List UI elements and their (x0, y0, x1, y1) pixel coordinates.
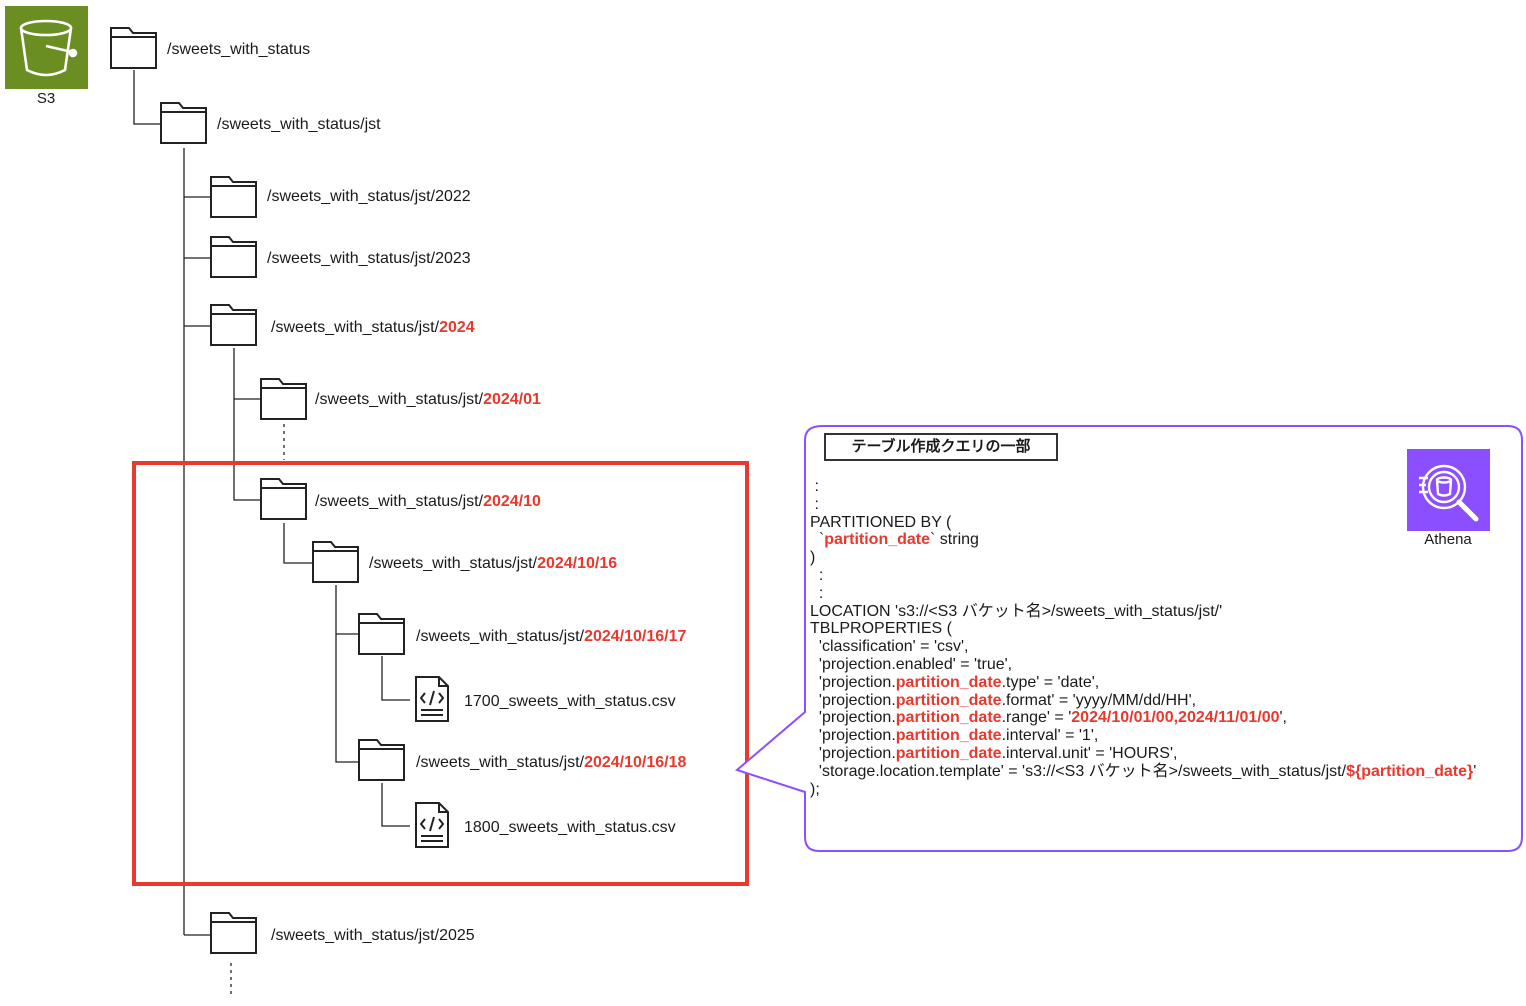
folder-label-2024: /sweets_with_status/jst/2024 (271, 319, 475, 336)
query-line: 'classification' = 'csv', (810, 638, 969, 656)
s3-bucket-icon (5, 6, 88, 89)
folder-icon (210, 304, 257, 346)
create-table-query: : :PARTITIONED BY ( `partition_date` str… (810, 478, 1476, 798)
folder-icon (110, 27, 157, 69)
query-line: PARTITIONED BY ( (810, 513, 952, 531)
folder-label-root: /sweets_with_status (167, 41, 311, 58)
query-line: ); (810, 780, 820, 798)
folder-icon (312, 541, 359, 583)
folder-icon (160, 102, 207, 144)
folder-icon (210, 912, 257, 954)
continuation-dots (230, 424, 285, 998)
query-line: : (810, 478, 819, 495)
query-line: 'projection.partition_date.interval' = '… (810, 727, 1099, 745)
folder-icon (358, 739, 405, 781)
folder-icon (358, 613, 405, 655)
connector-2024-children (233, 348, 261, 501)
query-line: 'storage.location.template' = 's3://<S3 … (810, 762, 1477, 780)
query-line: `partition_date` string (810, 531, 979, 549)
query-callout (734, 425, 1523, 852)
highlight-box (132, 461, 749, 886)
athena-label: Athena (1424, 531, 1472, 548)
folder-icon (260, 478, 307, 520)
query-line: TBLPROPERTIES ( (810, 620, 952, 638)
connector-root-jst (133, 70, 161, 125)
s3-label: S3 (36, 90, 56, 107)
connector-10-16 (283, 523, 313, 564)
connector-17-file (381, 656, 410, 701)
file-label-1800: 1800_sweets_with_status.csv (464, 819, 676, 836)
folder-icon (260, 378, 307, 420)
folder-label-2022: /sweets_with_status/jst/2022 (267, 188, 471, 205)
query-line: 'projection.partition_date.range' = '202… (810, 709, 1287, 727)
athena-icon (1407, 449, 1490, 531)
query-line: 'projection.partition_date.interval.unit… (810, 744, 1178, 762)
query-line: 'projection.enabled' = 'true', (810, 655, 1013, 673)
folder-label-2024-10: /sweets_with_status/jst/2024/10 (315, 493, 541, 510)
query-title: テーブル作成クエリの一部 (824, 433, 1058, 461)
folder-icon (210, 236, 257, 278)
folder-label-2024-10-16-17: /sweets_with_status/jst/2024/10/16/17 (416, 628, 687, 645)
connector-18-file (381, 783, 410, 827)
query-line: LOCATION 's3://<S3 バケット名>/sweets_with_st… (810, 602, 1223, 620)
file-label-1700: 1700_sweets_with_status.csv (464, 693, 676, 710)
query-line: : (810, 495, 819, 513)
csv-file-icon (415, 676, 449, 722)
folder-label-2025: /sweets_with_status/jst/2025 (271, 927, 475, 944)
folder-label-2024-10-16-18: /sweets_with_status/jst/2024/10/16/18 (416, 754, 687, 771)
folder-label-2023: /sweets_with_status/jst/2023 (267, 250, 471, 267)
tree-connectors (133, 70, 410, 936)
query-line: : (810, 584, 824, 602)
folder-icon (210, 176, 257, 218)
query-line: 'projection.partition_date.type' = 'date… (810, 673, 1100, 691)
folder-label-jst: /sweets_with_status/jst (217, 116, 381, 133)
query-line: : (810, 566, 824, 584)
query-line: 'projection.partition_date.format' = 'yy… (810, 691, 1197, 709)
folder-label-2024-10-16: /sweets_with_status/jst/2024/10/16 (369, 555, 618, 572)
connector-16-children (335, 585, 359, 763)
csv-file-icon (415, 802, 449, 848)
folder-label-2024-01: /sweets_with_status/jst/2024/01 (315, 391, 541, 408)
query-line: ) (810, 549, 816, 567)
